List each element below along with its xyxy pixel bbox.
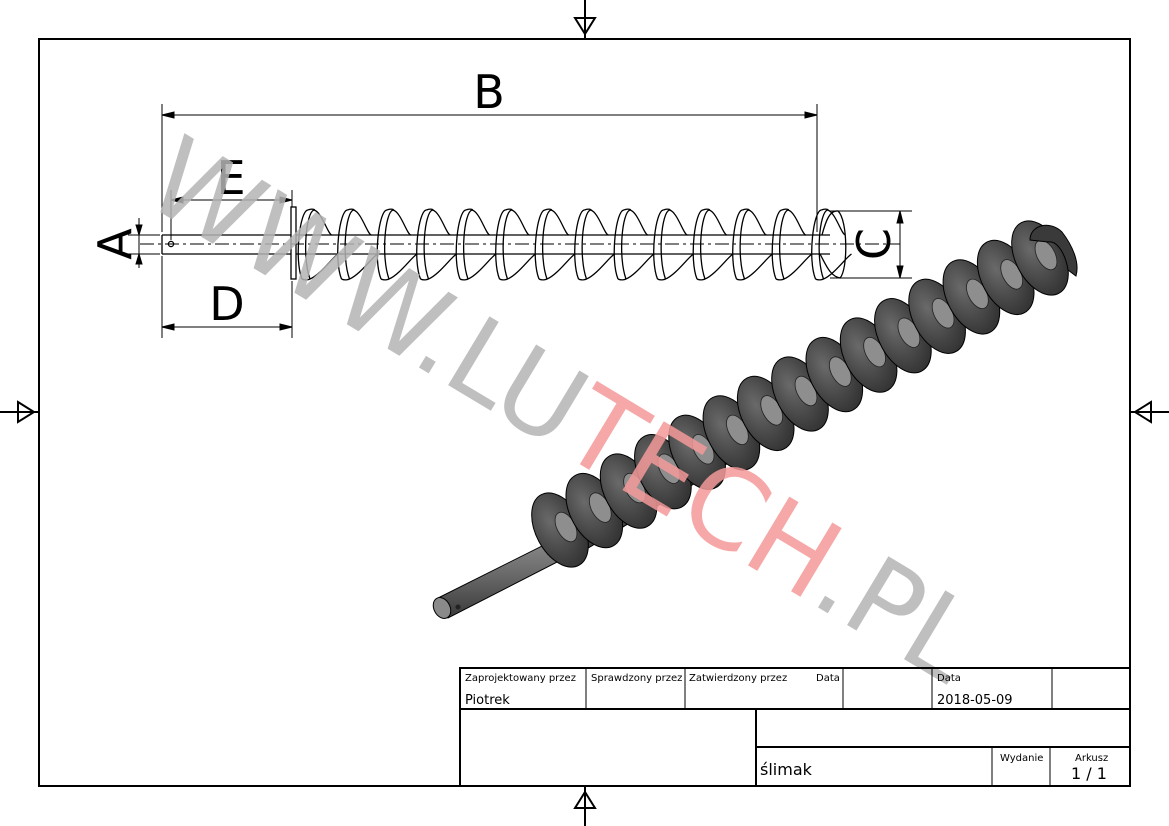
dimension-d	[161, 256, 293, 338]
watermark-text-1: WWW.LU	[127, 113, 609, 472]
designed-by-value: Piotrek	[465, 693, 510, 708]
dimension-label-a: A	[88, 228, 142, 260]
helix-turn	[574, 208, 615, 281]
helix-turn	[495, 208, 536, 281]
dimension-label-e: E	[216, 151, 245, 205]
helix-end	[819, 210, 847, 279]
helix-turn	[297, 208, 339, 281]
iso-flight-end	[1029, 224, 1078, 277]
date-value: 2018-05-09	[937, 693, 1013, 708]
dimension-b	[161, 104, 818, 232]
drawing-title: ślimak	[760, 760, 813, 779]
helix-turn	[416, 208, 457, 281]
approved-by-label: Zatwierdzony przez	[689, 673, 787, 684]
revision-label: Wydanie	[1000, 753, 1043, 764]
dimension-e	[170, 190, 293, 240]
title-block: Zaprojektowany przez Piotrek Sprawdzony …	[459, 667, 1131, 787]
dimension-a	[128, 218, 160, 268]
designed-by-label: Zaprojektowany przez	[465, 673, 576, 684]
iso-flights	[531, 220, 1078, 568]
sheet-value: 1 / 1	[1071, 764, 1107, 783]
dimension-label-d: D	[209, 277, 244, 331]
helix-turn	[337, 208, 378, 281]
svg-text:WWW.LUTECH.PL: WWW.LUTECH.PL	[127, 113, 1000, 708]
helix-turn	[811, 208, 852, 281]
helix-turn	[534, 208, 576, 281]
helix-turn	[692, 208, 734, 281]
dimension-c	[830, 210, 912, 279]
date-label-2: Data	[937, 673, 961, 684]
dimension-label-b: B	[473, 65, 505, 119]
helix-turn	[732, 208, 773, 281]
checked-by-label: Sprawdzony przez	[591, 673, 682, 684]
side-view-helix	[297, 208, 852, 281]
side-view: B E D A	[88, 65, 912, 338]
watermark: WWW.LUTECH.PL	[127, 113, 1000, 708]
sheet-label: Arkusz	[1075, 753, 1108, 764]
isometric-view	[432, 220, 1078, 619]
helix-turn	[455, 208, 497, 281]
helix-turn	[771, 208, 813, 281]
date-label-1: Data	[816, 673, 840, 684]
dimension-label-c: C	[847, 228, 901, 260]
helix-turn	[653, 208, 694, 281]
helix-turn	[613, 208, 655, 281]
helix-turn	[376, 208, 418, 281]
